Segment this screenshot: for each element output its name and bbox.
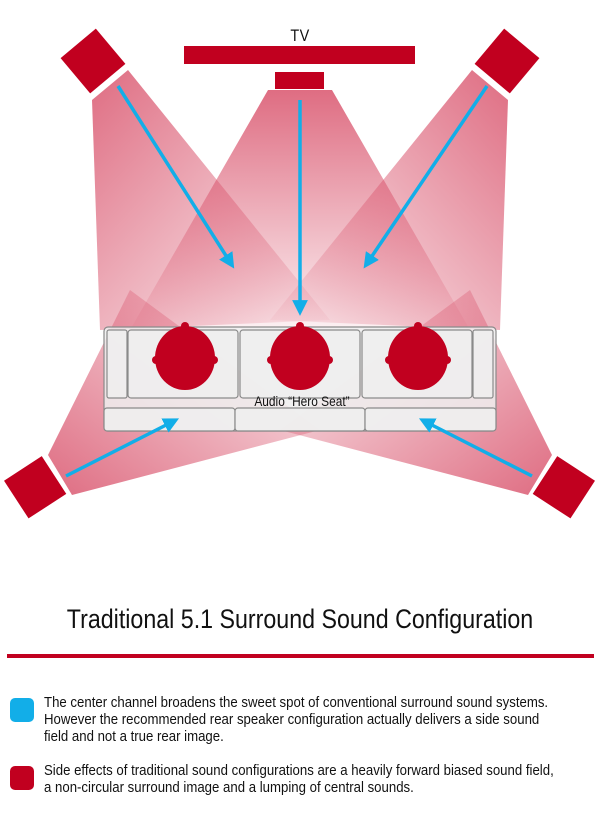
listener-heads [152, 322, 451, 390]
legend-item-red: Side effects of traditional sound config… [10, 762, 595, 802]
red-swatch-icon [10, 766, 34, 790]
blue-swatch-icon [10, 698, 34, 722]
hero-seat-label: Audio “Hero Seat” [254, 393, 350, 409]
arrow-front-right [363, 85, 489, 269]
speaker-center [275, 72, 324, 89]
legend-item-blue: The center channel broadens the sweet sp… [10, 694, 595, 746]
surround-diagram [4, 28, 595, 519]
speaker-front-left [60, 28, 126, 94]
legend-text: The center channel broadens the sweet sp… [44, 694, 549, 745]
arrow-surround-left [65, 418, 180, 478]
speaker-surround-right [532, 456, 595, 519]
tv-bar [184, 46, 415, 64]
speaker-surround-left [4, 456, 67, 519]
speaker-front-right [474, 28, 540, 94]
title-divider [7, 654, 594, 658]
page-title: Traditional 5.1 Surround Sound Configura… [66, 604, 534, 634]
arrow-front-left [116, 85, 235, 269]
arrow-surround-right [418, 418, 533, 478]
legend-text: Side effects of traditional sound config… [44, 762, 554, 796]
tv-label: TV [290, 26, 310, 45]
